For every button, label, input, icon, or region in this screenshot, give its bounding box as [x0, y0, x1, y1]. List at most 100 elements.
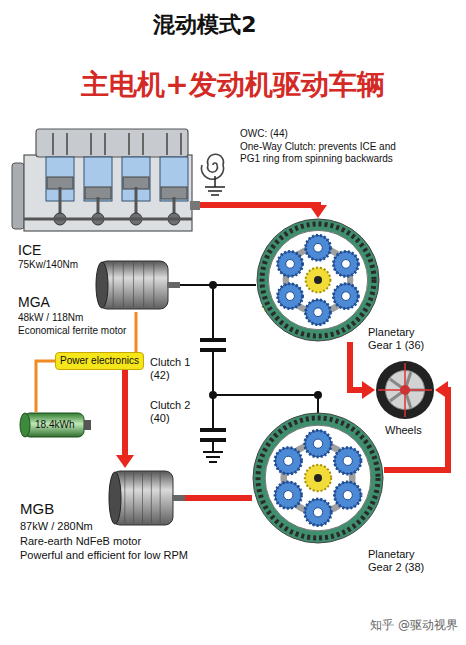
planet-teeth: [335, 448, 361, 474]
motor-body: [99, 261, 168, 309]
clutch-label: Clutch 2 (40): [150, 399, 198, 425]
clutch-plate: [200, 438, 226, 442]
watermark: 知乎 @驱动视界: [290, 618, 458, 632]
planet-teeth: [305, 499, 331, 525]
wheel: Wheels: [375, 360, 435, 420]
part-name: ICE: [18, 242, 41, 259]
ground-symbol: [211, 194, 219, 196]
planet-hub: [342, 292, 351, 301]
ground-symbol: [205, 186, 225, 188]
planet-teeth: [334, 251, 359, 276]
planet-teeth: [278, 251, 303, 276]
battery-end: [20, 413, 30, 437]
shaft-line: [212, 352, 214, 428]
shaft-line-line: [180, 284, 256, 286]
battery-capacity: 18.4kWh: [35, 419, 74, 431]
planet-teeth: [306, 300, 331, 325]
ground-symbol: [206, 456, 220, 458]
planet-teeth: [305, 430, 331, 456]
cooling-fin: [113, 263, 114, 307]
callout-number: OWC: (44): [240, 128, 288, 140]
cooling-fin: [153, 263, 154, 307]
planet-gear: [275, 482, 301, 508]
motor: MGB87kW / 280NmRare-earth NdFeB motorPow…: [108, 468, 185, 528]
valve: [142, 133, 144, 155]
cooling-fin: [124, 473, 125, 523]
planet-teeth: [306, 235, 331, 260]
shaft-line: [180, 285, 256, 286]
spec-text: Powerful and efficient for low RPM: [20, 549, 188, 562]
planet-gear: [334, 251, 359, 276]
planet-hub: [284, 456, 293, 465]
valve: [180, 133, 182, 155]
battery-terminal: [84, 420, 91, 430]
engine-shape: [12, 125, 200, 238]
part-name: MGA: [18, 294, 50, 311]
engine: ICE75Kw/140Nm: [12, 125, 200, 238]
spec-text: Economical ferrite motor: [18, 325, 126, 337]
spec-text: 48kW / 118Nm: [18, 312, 83, 324]
ring-inner: [268, 230, 367, 329]
power-cable-line: [36, 361, 55, 412]
cooling-fin: [123, 263, 124, 307]
hub: [400, 385, 410, 395]
clutch-plate: [200, 338, 226, 342]
power-flow-arrow: [200, 205, 327, 218]
motor: MGA48kW / 118NmEconomical ferrite motor: [95, 258, 180, 312]
planet-hub: [286, 292, 295, 301]
arrowhead: [362, 381, 375, 399]
planet-gear: [306, 235, 331, 260]
power-flow-line: [185, 498, 252, 499]
part-name: Wheels: [385, 424, 422, 437]
planet-hub: [284, 491, 293, 500]
sun-gear: [306, 268, 331, 293]
planet-hub: [342, 260, 351, 269]
planet-gear: [278, 284, 303, 309]
planet-hub: [313, 439, 322, 448]
part-name: MGB: [20, 500, 54, 518]
part-name: Planetary Gear 1 (36): [368, 326, 438, 352]
planetary-gear-shape: [252, 412, 384, 544]
center-dot: [314, 276, 322, 284]
arrowhead: [435, 381, 448, 399]
end-cap: [96, 262, 108, 308]
cooling-fin: [133, 473, 134, 523]
planet-hub: [343, 456, 352, 465]
power-electronics-box: Power electronics: [55, 352, 144, 370]
junction-dot: [209, 391, 217, 399]
cooling-fin: [133, 263, 134, 307]
ground-symbol: [208, 190, 222, 192]
power-flow-line-line: [185, 495, 252, 501]
arrowhead: [116, 455, 134, 468]
planet-gear: [306, 300, 331, 325]
power-flow-arrow-line: [122, 370, 128, 458]
power-cable-line: [135, 312, 138, 352]
valve: [90, 133, 92, 155]
cooling-fin: [160, 473, 161, 523]
motor-shape: [95, 258, 180, 312]
cylinder-head: [36, 129, 188, 157]
sun-gear: [305, 465, 331, 491]
planet-teeth: [334, 284, 359, 309]
valve: [104, 133, 106, 155]
one-way-clutch-symbol: [202, 154, 224, 179]
battery: 18.4kWh: [18, 412, 92, 438]
center-dot: [314, 474, 322, 482]
spec-text: Rare-earth NdFeB motor: [20, 535, 141, 548]
planet-hub: [314, 308, 323, 317]
cooling-fin: [143, 263, 144, 307]
planet-teeth: [275, 482, 301, 508]
planetary-gear: Planetary Gear 2 (38): [252, 412, 384, 544]
engine-block: [24, 155, 192, 231]
note-text: One-Way Clutch: prevents ICE and PG1 rin…: [240, 141, 410, 165]
arrowhead: [309, 205, 327, 218]
planet-hub: [343, 491, 352, 500]
planet-teeth: [275, 448, 301, 474]
planet-hub: [313, 508, 322, 517]
power-cable: [136, 312, 137, 352]
planet-gear: [334, 284, 359, 309]
spec-text: 87kW / 280Nm: [20, 520, 93, 533]
battery-body: [24, 413, 84, 437]
planet-gear: [278, 251, 303, 276]
